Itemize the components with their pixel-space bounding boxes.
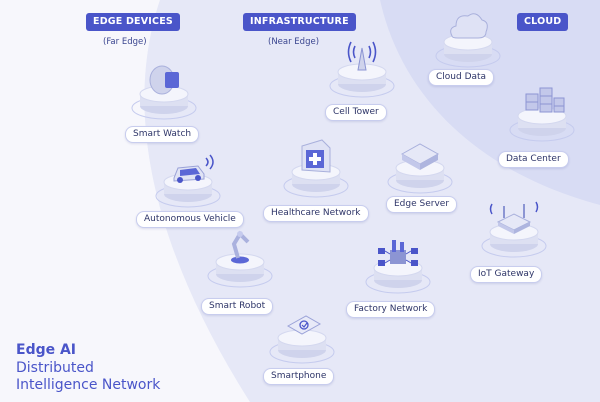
smartphone-icon	[269, 315, 335, 364]
diagram-subtitle-line1: Distributed	[16, 360, 94, 376]
diagram-subtitle-line2: Intelligence Network	[16, 377, 161, 393]
zone-title-infrastructure: INFRASTRUCTURE	[243, 13, 356, 31]
diagram-title: Edge AI	[16, 342, 77, 358]
factory-network-label: Factory Network	[346, 301, 436, 318]
autonomous-vehicle-label: Autonomous Vehicle	[136, 211, 244, 228]
cloud-data-node[interactable]	[428, 6, 508, 70]
router-icon	[481, 201, 547, 258]
zone-title-cloud: CLOUD	[517, 13, 569, 31]
server-icon	[387, 143, 453, 194]
cell-tower-label: Cell Tower	[325, 104, 387, 121]
edge-server-node[interactable]	[380, 132, 460, 196]
hospital-icon	[283, 139, 349, 198]
smartphone-node[interactable]	[262, 302, 342, 366]
cell-tower-node[interactable]	[322, 36, 402, 100]
smartphone-label: Smartphone	[263, 368, 335, 385]
smart-watch-node[interactable]	[124, 58, 204, 122]
cloud-data-label: Cloud Data	[428, 69, 495, 86]
data-center-icon	[509, 87, 575, 142]
car-icon	[155, 154, 221, 208]
robot-arm-icon	[207, 230, 273, 288]
zone-subtitle-far-edge: (Far Edge)	[103, 37, 147, 47]
data-center-node[interactable]	[502, 80, 582, 144]
factory-network-node[interactable]	[358, 232, 438, 296]
edge-zone-area	[0, 0, 250, 402]
smart-robot-node[interactable]	[200, 226, 280, 290]
healthcare-network-node[interactable]	[276, 136, 356, 200]
cloud-icon	[435, 13, 501, 68]
smart-watch-icon	[131, 65, 197, 120]
smart-robot-label: Smart Robot	[201, 298, 274, 315]
zone-title-edge-devices: EDGE DEVICES	[86, 13, 180, 31]
iot-gateway-node[interactable]	[474, 196, 554, 260]
edge-server-label: Edge Server	[386, 196, 458, 213]
smart-watch-label: Smart Watch	[125, 126, 200, 143]
factory-icon	[365, 240, 431, 294]
zone-subtitle-near-edge: (Near Edge)	[268, 37, 320, 47]
data-center-label: Data Center	[498, 151, 569, 168]
cell-tower-icon	[329, 41, 395, 98]
autonomous-vehicle-node[interactable]	[148, 146, 228, 210]
healthcare-network-label: Healthcare Network	[263, 205, 369, 222]
iot-gateway-label: IoT Gateway	[470, 266, 543, 283]
